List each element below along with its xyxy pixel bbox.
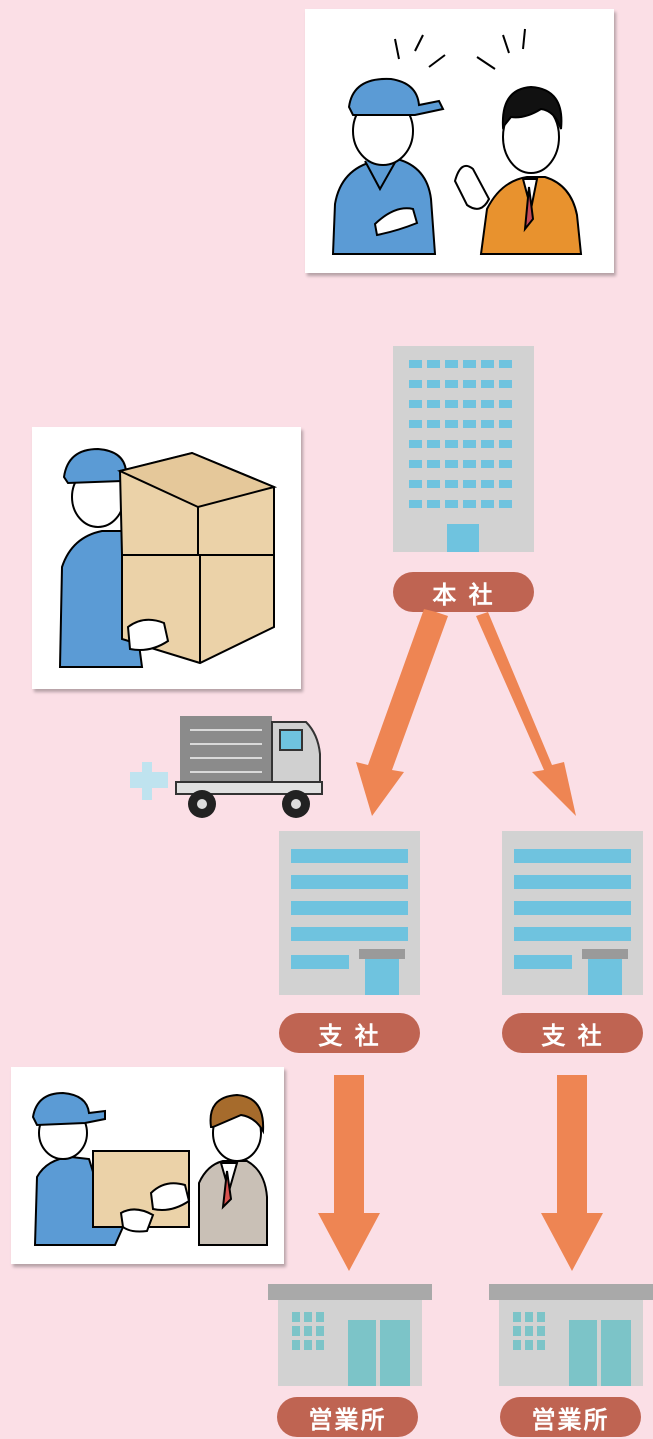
hq-window: [499, 480, 512, 488]
hq-window: [445, 440, 458, 448]
illustration-handover: [11, 1067, 284, 1264]
hq-window: [427, 400, 440, 408]
illustration-conversation: [305, 9, 614, 273]
hq-window: [481, 380, 494, 388]
hq-window: [427, 440, 440, 448]
branch-label: 支 社: [279, 1013, 420, 1053]
sales-office-label: 営業所: [277, 1397, 418, 1437]
hq-window: [463, 420, 476, 428]
arrow-left: [356, 609, 448, 816]
hq-window: [481, 500, 494, 508]
hq-window: [463, 380, 476, 388]
arrow-left-down: [318, 1075, 380, 1271]
hq-window: [409, 380, 422, 388]
hq-window: [499, 420, 512, 428]
hq-window: [499, 380, 512, 388]
hq-window: [427, 420, 440, 428]
headquarters-building-icon: [393, 346, 534, 552]
sales-office-building-icon: [489, 1284, 653, 1386]
hq-window: [463, 480, 476, 488]
hq-window: [481, 440, 494, 448]
hq-window: [409, 480, 422, 488]
hq-window: [499, 460, 512, 468]
headquarters-label: 本 社: [393, 572, 534, 612]
hq-window: [499, 440, 512, 448]
hq-window: [445, 380, 458, 388]
hq-window: [427, 480, 440, 488]
hq-window: [445, 480, 458, 488]
hq-window: [499, 400, 512, 408]
arrow-right: [476, 612, 576, 816]
illustration-carrying-boxes: [32, 427, 301, 689]
arrow-right-down: [541, 1075, 603, 1271]
hq-window: [481, 460, 494, 468]
hq-window: [427, 460, 440, 468]
hq-window: [409, 420, 422, 428]
hq-window: [445, 360, 458, 368]
hq-window: [409, 500, 422, 508]
hq-window: [409, 460, 422, 468]
hq-window: [409, 360, 422, 368]
hq-window: [481, 420, 494, 428]
delivery-truck-icon: [128, 714, 324, 838]
hq-window: [445, 460, 458, 468]
hq-window: [481, 400, 494, 408]
branch-building-icon: [279, 831, 420, 995]
branch-label: 支 社: [502, 1013, 643, 1053]
hq-window: [463, 500, 476, 508]
hq-window: [499, 360, 512, 368]
hq-window: [463, 460, 476, 468]
hq-window: [463, 400, 476, 408]
hq-window: [481, 360, 494, 368]
hq-window: [427, 360, 440, 368]
hq-window: [463, 360, 476, 368]
hq-window: [445, 420, 458, 428]
hq-window: [445, 400, 458, 408]
branch-building-icon: [502, 831, 643, 995]
hq-window: [481, 480, 494, 488]
hq-window: [409, 400, 422, 408]
hq-window: [445, 500, 458, 508]
hq-window: [499, 500, 512, 508]
sales-office-building-icon: [268, 1284, 432, 1386]
sales-office-label: 営業所: [500, 1397, 641, 1437]
hq-window: [427, 500, 440, 508]
hq-window: [427, 380, 440, 388]
hq-window: [409, 440, 422, 448]
hq-window: [463, 440, 476, 448]
